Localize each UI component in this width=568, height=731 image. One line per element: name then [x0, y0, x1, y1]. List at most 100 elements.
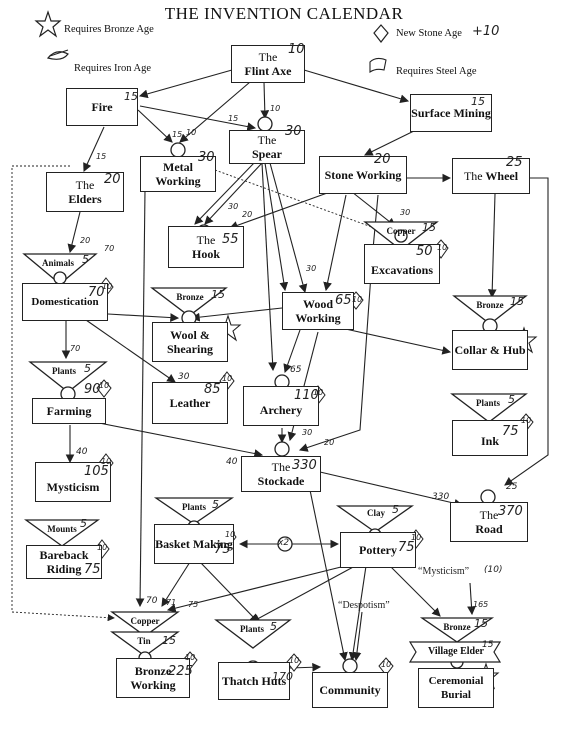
cross-junction [277, 536, 293, 552]
fire-label: Fire [91, 100, 113, 114]
node-bronze-working: Bronze Working [116, 658, 190, 698]
domestication-bonus: 10 [102, 282, 113, 291]
wool-req: Bronze [176, 292, 204, 302]
bareback-req-triangle [23, 519, 101, 547]
edge-label-fire-metal-a: 15 [172, 130, 183, 139]
legend-newstone: New Stone Age [396, 28, 462, 39]
leather-label: Leather [169, 396, 211, 410]
edge-label-fire-elders: 15 [96, 152, 107, 161]
copper-req-triangle [110, 611, 180, 637]
wood-working-cost: 65 [335, 293, 352, 308]
wheel-label: The Wheel [464, 169, 518, 183]
basket-req-cost: 5 [212, 498, 219, 511]
legend-newstone-value: +10 [472, 24, 500, 39]
node-bareback: Bareback Riding [26, 545, 102, 579]
archery-bonus: 10 [313, 388, 324, 397]
leather-in: 30 [178, 372, 190, 382]
edge-label-stone-copper: 30 [400, 208, 411, 217]
bronze-working-in: 70 [146, 596, 158, 606]
domestication-label: Domestication [31, 296, 99, 308]
bronze-working-req: Copper [130, 616, 160, 626]
wood-working-label: Wood Working [295, 297, 341, 325]
spear-label: Spear [252, 147, 282, 161]
village-elder-note: “Mysticism” [418, 566, 470, 577]
wheel-cost: 25 [506, 155, 523, 170]
node-road: The Road [450, 502, 528, 542]
node-leather: Leather [152, 382, 228, 424]
bronze-working-label: Bronze Working [130, 664, 176, 692]
community-note: “Despotism” [338, 600, 390, 611]
edge-label-flint-spear2: 15 [228, 114, 239, 123]
wheel-main: Wheel [485, 169, 519, 183]
node-collar-hub: Collar & Hub [452, 330, 528, 370]
domestication-req-cost: 5 [82, 253, 89, 266]
village-elder-note-cost: (10) [484, 565, 503, 575]
community-label: Community [319, 683, 381, 697]
pottery-cost: 75 [398, 540, 415, 555]
community-bonus: 10 [381, 660, 392, 669]
surface-mining-label: Surface Mining [411, 106, 491, 120]
farming-diamond-icon [96, 379, 112, 398]
diamond-icon [373, 24, 389, 43]
farming-label: Farming [46, 404, 92, 418]
basket-cost: 75 [214, 542, 231, 557]
thatch-diamond-icon [286, 653, 302, 672]
bronze-working-req2: Tin [137, 636, 151, 646]
leather-cost: 85 [204, 382, 221, 397]
mysticism-in: 40 [76, 447, 88, 457]
road-pre: The [479, 508, 499, 522]
village-elder-cost: 15 [482, 640, 494, 650]
bronze-working-bonus: 10 [185, 653, 196, 662]
edge-label-flint-spear: 10 [270, 104, 281, 113]
pottery-req-cost: 5 [392, 503, 399, 516]
surface-mining-cost: 15 [471, 95, 485, 108]
bareback-bonus: 10 [97, 543, 108, 552]
domestication-req: Animals [41, 258, 74, 268]
edge-label-stockade-b: 20 [324, 438, 335, 447]
pottery-req-triangle [335, 505, 415, 533]
tin-req-triangle [110, 631, 180, 657]
stockade-cost: 330 [292, 458, 317, 473]
scroll-icon [46, 49, 69, 60]
pottery-req: Clay [367, 508, 385, 518]
village-elder-label: Village Elder [427, 646, 484, 657]
elders-label: Elders [68, 192, 102, 206]
edge-label-bronze-75: 75 [188, 600, 199, 609]
star-icon [34, 10, 62, 38]
thatch-label: Thatch Huts [221, 674, 287, 688]
node-archery: Archery [243, 386, 319, 426]
legend-steel: Requires Steel Age [396, 66, 477, 77]
basket-label: Basket Making [155, 537, 233, 551]
node-stone-working: Stone Working [319, 156, 407, 194]
page-title: THE INVENTION CALENDAR [164, 4, 404, 23]
edge-label-fire-metal-b: 10 [186, 128, 197, 137]
ink-cost: 75 [502, 424, 519, 439]
archery-in: 65 [290, 365, 302, 375]
collar-hub-label: Collar & Hub [454, 343, 526, 357]
bronze-working-req2-cost: 15 [162, 634, 176, 647]
node-mysticism: Mysticism [35, 462, 111, 502]
excavations-label: Excavations [370, 263, 433, 277]
cross-symbol: x2 [278, 538, 290, 548]
wheel-pre: The [463, 169, 483, 183]
edge-label-hook-a: 30 [228, 202, 239, 211]
archery-cost: 110 [294, 388, 319, 403]
road-label: The [480, 508, 499, 522]
edge-label-elders-animals: 20 [80, 236, 91, 245]
village-elder-req-cost: 15 [474, 617, 488, 630]
bareback-cost: 75 [84, 562, 101, 577]
metal-junction [170, 142, 186, 158]
node-ceremonial: Ceremonial Burial [418, 668, 494, 708]
domestication-cost: 70 [88, 285, 105, 300]
stockade-junction [274, 441, 290, 457]
wool-req-cost: 15 [211, 288, 225, 301]
edge-label-stockade-a: 30 [302, 428, 313, 437]
spear-junction [257, 116, 273, 132]
pottery-bonus: 10 [411, 533, 422, 542]
node-surface-mining: Surface Mining [410, 94, 492, 132]
thatch-req-triangle [214, 619, 292, 649]
mysticism-label: Mysticism [46, 480, 100, 494]
bareback-req-cost: 5 [80, 517, 87, 530]
basket-bonus: 10 [225, 530, 236, 539]
node-excavations: Excavations [364, 244, 440, 284]
